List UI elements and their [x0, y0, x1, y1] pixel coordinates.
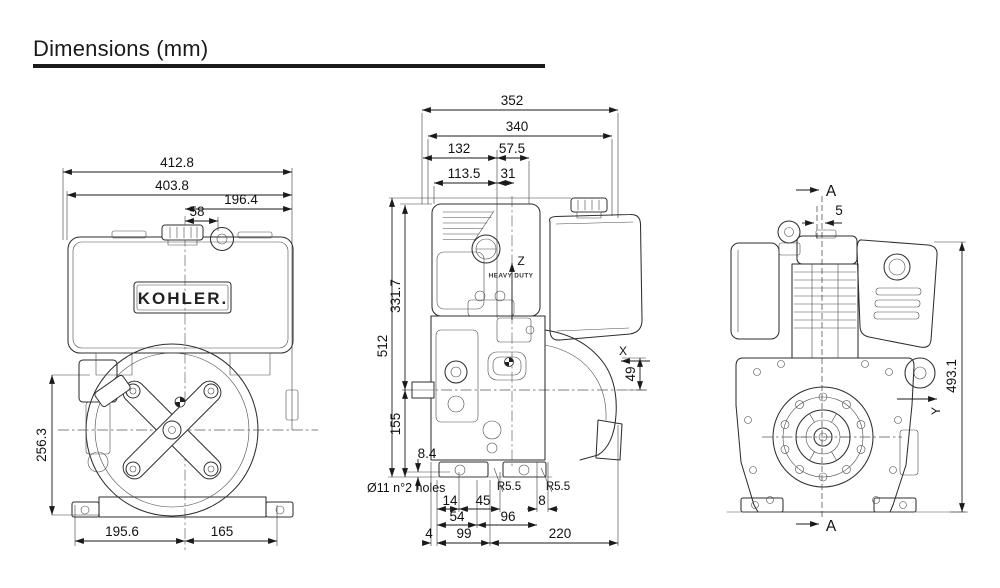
svg-text:Y: Y: [929, 407, 943, 415]
dim-front-cap-offset: 58: [185, 204, 219, 231]
svg-text:A: A: [826, 183, 837, 200]
axis-y-marker: Y: [897, 396, 943, 415]
dim-side-row1: 14 45 8: [437, 462, 558, 512]
svg-text:54: 54: [449, 509, 465, 524]
svg-text:14: 14: [442, 493, 458, 508]
svg-text:96: 96: [500, 509, 515, 524]
dim-side-49: 49: [622, 357, 646, 391]
heavy-duty-label: HEAVY DUTY: [489, 273, 534, 280]
svg-text:49: 49: [623, 366, 638, 381]
case-bolts: [744, 360, 902, 504]
svg-text:195.6: 195.6: [105, 524, 139, 539]
axis-z-marker: Z: [509, 254, 525, 320]
pto-engine-art: [726, 220, 969, 513]
svg-text:R5.5: R5.5: [546, 481, 570, 493]
svg-text:155: 155: [388, 413, 403, 436]
dim-side-row3: 4 99 220: [422, 462, 618, 546]
svg-text:165: 165: [211, 524, 234, 539]
svg-text:99: 99: [456, 526, 471, 541]
side-view: HEAVY DUTY: [367, 93, 650, 546]
dim-side-3317: 331.7: [388, 203, 432, 390]
dim-front-tank-width: 403.8: [66, 178, 292, 240]
section-marker-top: A: [796, 183, 837, 200]
section-marker-bottom: A: [796, 518, 837, 535]
radius-notes: R5.5 R5.5: [493, 467, 570, 493]
dim-side-1135-31: 113.5 31: [433, 166, 516, 204]
page-title: Dimensions (mm): [33, 36, 209, 61]
cog-symbol: [174, 396, 186, 408]
dim-side-84: 8.4: [406, 446, 450, 490]
svg-text:31: 31: [500, 166, 515, 181]
holes-note: Ø11 n°2 holes: [367, 481, 445, 495]
svg-text:493.1: 493.1: [944, 359, 959, 393]
svg-text:331.7: 331.7: [388, 279, 403, 313]
dim-side-155: 155: [388, 390, 408, 477]
svg-text:220: 220: [549, 526, 572, 541]
svg-text:Z: Z: [517, 254, 524, 268]
dim-front-base: 195.6 165: [74, 505, 278, 546]
dim-pto-height: 493.1: [934, 241, 966, 513]
svg-text:403.8: 403.8: [155, 178, 189, 193]
pto-view: A 5 493.1 Y A: [726, 183, 969, 535]
dim-pto-5: 5: [802, 203, 843, 226]
cog-symbol: [504, 357, 514, 367]
svg-text:57.5: 57.5: [499, 141, 525, 156]
dim-front-overall-width: 412.8: [62, 155, 293, 430]
svg-text:412.8: 412.8: [160, 155, 194, 170]
front-engine-art: KOHLER.: [58, 216, 318, 550]
side-engine-art: HEAVY DUTY: [402, 196, 650, 478]
dim-side-340: 340: [427, 119, 613, 216]
dim-front-center-right: 196.4: [185, 192, 292, 212]
flange-spokes: [795, 413, 851, 461]
svg-text:512: 512: [375, 335, 390, 358]
svg-text:8.4: 8.4: [418, 446, 437, 461]
dim-front-height: 256.3: [34, 374, 100, 516]
dim-side-512: 512: [375, 197, 571, 478]
svg-text:256.3: 256.3: [34, 428, 49, 462]
svg-text:5: 5: [835, 203, 843, 218]
svg-text:4: 4: [425, 526, 433, 541]
title-underline: [33, 64, 545, 68]
flange-bolts: [780, 392, 866, 482]
dim-side-132-575: 132 57.5: [423, 141, 530, 318]
svg-text:196.4: 196.4: [224, 192, 258, 207]
kohler-logo: KOHLER.: [138, 289, 229, 308]
svg-text:352: 352: [501, 93, 524, 108]
svg-text:A: A: [826, 518, 837, 535]
svg-text:113.5: 113.5: [448, 166, 481, 181]
svg-text:340: 340: [506, 119, 529, 134]
svg-text:R5.5: R5.5: [497, 481, 521, 493]
svg-text:45: 45: [475, 493, 490, 508]
svg-text:8: 8: [538, 493, 546, 508]
svg-text:132: 132: [448, 141, 471, 156]
dim-side-352: 352: [421, 93, 619, 546]
dim-side-row2: 54 96: [437, 480, 537, 528]
svg-text:58: 58: [189, 204, 204, 219]
svg-text:X: X: [619, 344, 627, 358]
front-view: KOHLER.: [34, 155, 318, 550]
axis-x-marker: X: [619, 344, 650, 364]
